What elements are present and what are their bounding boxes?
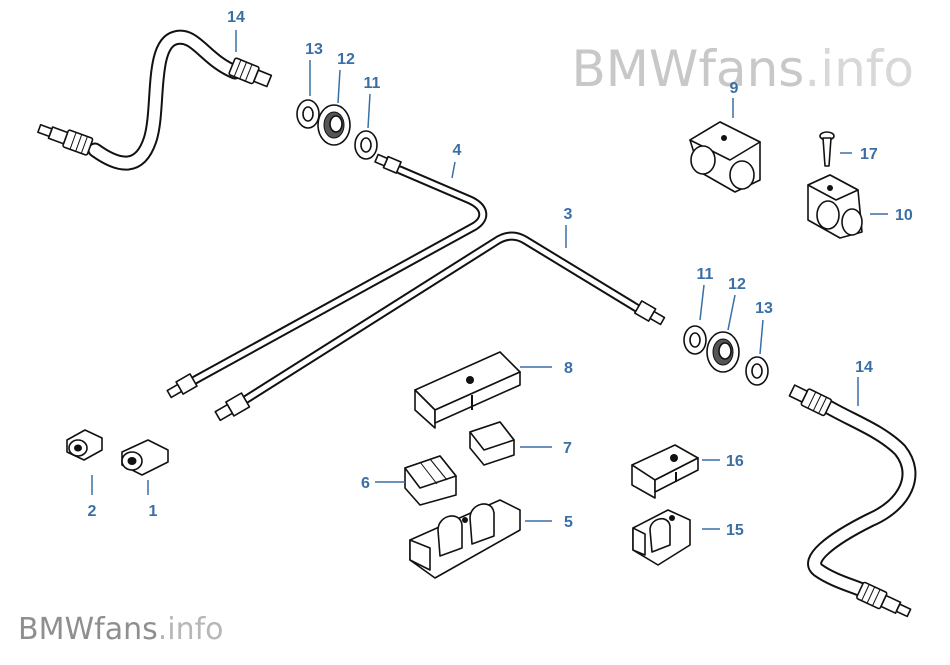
insert-6[interactable] xyxy=(404,455,457,506)
callout-14-right: 14 xyxy=(855,359,873,376)
leader-lines xyxy=(91,30,888,530)
callout-1: 1 xyxy=(149,503,158,520)
callout-labels: 14 13 12 11 4 3 9 17 10 11 12 13 14 8 7 … xyxy=(88,9,913,539)
callout-15: 15 xyxy=(726,522,744,539)
callout-7: 7 xyxy=(563,440,572,457)
callout-12-right: 12 xyxy=(728,276,746,293)
washer-13-top[interactable] xyxy=(296,99,320,129)
union-nut-1[interactable] xyxy=(121,439,169,476)
clamp-9[interactable] xyxy=(689,121,761,193)
holder-15[interactable] xyxy=(632,509,691,566)
clip-cover-16[interactable] xyxy=(631,444,699,499)
callout-2: 2 xyxy=(88,503,97,520)
hose-top-left[interactable] xyxy=(36,29,273,171)
callout-3: 3 xyxy=(564,206,573,223)
washer-11-top[interactable] xyxy=(354,130,378,160)
watermark-top: BMWfans.info xyxy=(571,40,914,98)
callout-16: 16 xyxy=(726,453,744,470)
insert-7[interactable] xyxy=(469,421,515,466)
callout-4: 4 xyxy=(453,142,462,159)
screw-17[interactable] xyxy=(819,131,835,167)
sealing-ring-12-right[interactable] xyxy=(706,331,740,373)
callout-8: 8 xyxy=(564,360,573,377)
holder-5[interactable] xyxy=(409,499,521,579)
callout-11-right: 11 xyxy=(697,266,714,283)
callout-6: 6 xyxy=(361,475,370,492)
watermark-top-suffix: .info xyxy=(804,40,914,98)
washer-11-right[interactable] xyxy=(683,325,707,355)
callout-11-top: 11 xyxy=(364,75,381,92)
callout-17: 17 xyxy=(860,146,878,163)
brake-pipe-4[interactable] xyxy=(166,153,488,400)
callout-13-right: 13 xyxy=(755,300,773,317)
hose-bottom-right[interactable] xyxy=(788,382,917,621)
clip-cover-8[interactable] xyxy=(414,351,521,429)
union-nut-2[interactable] xyxy=(66,429,103,461)
washer-13-right[interactable] xyxy=(745,356,769,386)
watermark-bottom-brand: BMWfans xyxy=(18,612,158,647)
brake-pipe-3[interactable] xyxy=(214,231,666,423)
callout-13-top: 13 xyxy=(305,41,323,58)
watermark-bottom-suffix: .info xyxy=(157,612,224,647)
sealing-ring-12-top[interactable] xyxy=(317,104,351,146)
callout-12-top: 12 xyxy=(337,51,355,68)
callout-5: 5 xyxy=(564,514,573,531)
watermark-top-brand: BMWfans xyxy=(571,40,805,98)
watermark-bottom: BMWfans.info xyxy=(18,612,224,647)
callout-10: 10 xyxy=(895,207,913,224)
callout-14-top: 14 xyxy=(227,9,245,26)
callout-9: 9 xyxy=(730,80,739,97)
clamp-10[interactable] xyxy=(807,174,863,239)
